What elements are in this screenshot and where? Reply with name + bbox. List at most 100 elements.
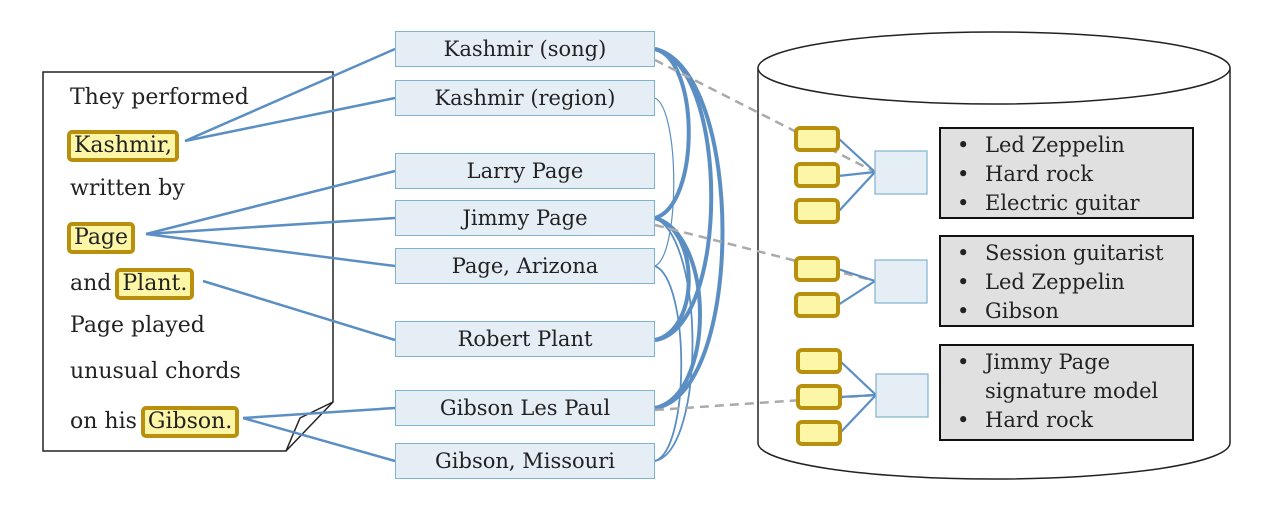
kb-attribute: • Led Zeppelin [955,268,1184,297]
document-text-segment: unusual chords [70,359,241,384]
feature-box [796,420,842,446]
kb-attribute: • Electric guitar [955,189,1184,218]
candidate-kashmir-song: Kashmir (song) [395,31,655,67]
document-line: on his Gibson. [70,406,240,438]
kb-attribute-text: signature model [985,379,1159,403]
feat3a-conn [839,360,877,396]
feature-boxes [794,126,842,446]
document-line: Page [67,222,136,254]
link-page-arizona [145,232,396,268]
candidate-label: Robert Plant [457,327,593,351]
document-line: and Plant. [70,268,195,300]
candidate-label: Larry Page [466,159,584,183]
feature-box [794,126,840,152]
kb-attribute: • Gibson [955,297,1184,326]
candidate-gibson-missouri: Gibson, Missouri [395,443,655,479]
link-plant-robert [202,279,396,342]
dashed-jimmy-kb2 [654,223,876,283]
mention-candidate-links [145,47,396,463]
bullet-icon: • [957,270,970,294]
kb-attribute-text: Led Zeppelin [985,270,1125,294]
kb-attribute: signature model [955,377,1184,406]
candidate-label: Kashmir (region) [434,86,616,110]
feat3c-conn [839,394,877,434]
candidate-label: Page, Arizona [451,254,599,278]
candidate-kashmir-region: Kashmir (region) [395,80,655,116]
kb-attribute: • Jimmy Page [955,348,1184,377]
kb-entry-2: • Session guitarist • Led Zeppelin • Gibson [939,235,1194,327]
kb-entry-1: •Led Zeppelin•Hard rock•Electric guitar [939,127,1194,219]
document-text-segment: on his [70,409,144,434]
link-page-larry [145,169,396,236]
kb-attribute-list: • Jimmy Page signature model • Hard rock [955,348,1184,435]
candidate-page-arizona: Page, Arizona [395,248,655,284]
kb-attribute-list: •Led Zeppelin•Hard rock•Electric guitar [955,131,1184,218]
mention-highlight: Kashmir, [67,130,180,162]
feature-box [796,384,842,410]
document-line: Page played [70,313,205,339]
link-kashmir-song [184,47,396,143]
link-gibson-missouri [242,416,396,463]
feature-box [794,162,840,188]
candidate-label: Gibson Les Paul [439,396,611,420]
kb-attribute-text: Session guitarist [985,241,1164,265]
kb-attribute-text: Jimmy Page [985,350,1111,374]
dashed-kashmir-kb1 [654,58,876,174]
document-line: They performed [70,85,249,111]
coherence-arcs [654,47,725,462]
feat1a-conn [837,137,876,173]
kb-node-1 [874,150,928,195]
document-page [42,71,334,452]
candidate-label: Kashmir (song) [443,37,607,61]
kb-attribute: • Session guitarist [955,239,1184,268]
candidate-robert-plant: Robert Plant [395,321,655,357]
kb-nodes [874,150,929,418]
document-text-segment: written by [70,176,185,201]
bullet-icon: • [957,133,970,157]
feat1b-conn [837,170,876,178]
database-cylinder-top [757,31,1231,105]
document-text-segment: Page played [70,313,205,338]
kb-attribute: • Led Zeppelin [955,131,1184,160]
document-text-segment: and [70,271,119,296]
kb-attribute-text: Led Zeppelin [985,133,1125,157]
kb-attribute-list: • Session guitarist • Led Zeppelin • Gibson [955,239,1184,326]
bullet-icon: • [957,299,970,323]
candidate-jimmy-page: Jimmy Page [395,200,655,236]
kb-attribute-text: Hard rock [985,408,1094,432]
kb-entry-3: • Jimmy Page signature model • Hard rock [939,344,1194,441]
feat1c-conn [837,171,876,213]
candidate-label: Jimmy Page [462,206,588,230]
candidate-gibson-les-paul: Gibson Les Paul [395,390,655,426]
kb-attribute: • Hard rock [955,406,1184,435]
feat2b-conn [837,280,876,306]
kb-node-2 [874,259,928,304]
document-line: written by [70,176,185,202]
link-gibson-lespaul [242,406,396,420]
kb-attribute-text: Electric guitar [985,191,1140,215]
document-line: Kashmir, [67,130,180,162]
arc-kashmir-lespaul [654,47,725,410]
document-page-fold [285,401,334,452]
candidate-label: Gibson, Missouri [435,449,615,473]
bullet-icon: • [957,191,970,215]
bullet-icon: • [957,241,970,265]
arc-jimmy-missouri [654,217,694,462]
kb-attribute-text: Hard rock [985,162,1094,186]
kb-node-3 [875,373,929,418]
candidate-larry-page: Larry Page [395,153,655,189]
mention-highlight: Page [67,222,136,254]
feat3b-conn [839,393,877,399]
arc-region-arizona [654,97,675,267]
mention-highlight: Gibson. [140,406,240,438]
link-page-jimmy [145,216,396,236]
bullet-icon: • [957,408,970,432]
arc-kashmir-jimmy [654,47,691,220]
mention-highlight: Plant. [115,268,195,300]
feature-box [794,198,840,224]
document-text-segment: They performed [70,85,249,110]
bullet-icon: • [957,350,970,374]
kb-attribute-text: Gibson [985,299,1059,323]
feature-box [796,348,842,374]
